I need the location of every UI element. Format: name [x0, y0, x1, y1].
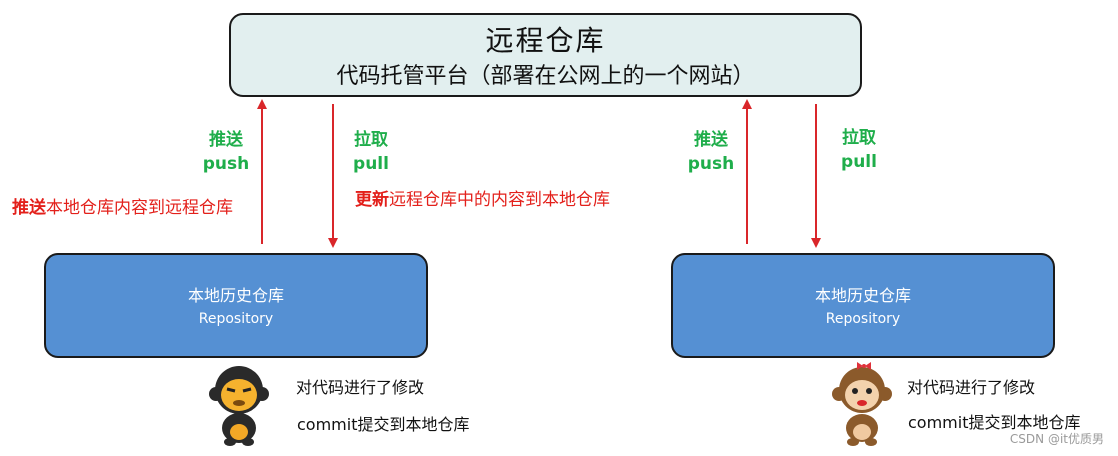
left-developer-monkey-avatar [209, 366, 269, 446]
left-caption-commit: commit提交到本地仓库 [297, 415, 470, 434]
right-pull-label-cn: 拉取 [842, 128, 876, 148]
left-caption-modify: 对代码进行了修改 [296, 378, 425, 397]
right-push-label-en: push [687, 154, 735, 174]
pull-description-text: 远程仓库中的内容到本地仓库 [389, 190, 610, 210]
left-pull-description: 更新远程仓库中的内容到本地仓库 [355, 189, 610, 211]
left-pull-label: 拉取 pull [345, 128, 397, 176]
push-description-text: 本地仓库内容到远程仓库 [46, 198, 233, 218]
pull-description-keyword: 更新 [355, 190, 389, 210]
right-developer-monkey-avatar [832, 362, 892, 446]
right-caption-modify: 对代码进行了修改 [907, 378, 1036, 397]
left-local-repository-title: 本地历史仓库 [187, 286, 284, 305]
left-push-label-en: push [202, 154, 250, 174]
push-description-keyword: 推送 [12, 198, 46, 218]
left-push-label: 推送 push [196, 128, 256, 176]
remote-repository-box: 远程仓库 代码托管平台（部署在公网上的一个网站） [229, 13, 862, 97]
left-pull-label-cn: 拉取 [354, 130, 388, 150]
left-push-description: 推送本地仓库内容到远程仓库 [12, 197, 233, 219]
remote-repository-subtitle: 代码托管平台（部署在公网上的一个网站） [336, 64, 755, 89]
csdn-watermark: CSDN @it优质男 [1009, 432, 1104, 446]
remote-repository-title: 远程仓库 [485, 24, 606, 57]
left-pull-label-en: pull [353, 154, 389, 174]
left-push-label-cn: 推送 [209, 130, 243, 150]
left-local-repository-subtitle: Repository [198, 311, 274, 327]
right-push-label: 推送 push [681, 128, 741, 176]
right-pull-label: 拉取 pull [833, 126, 885, 174]
left-local-repository-box: 本地历史仓库 Repository [44, 253, 428, 358]
right-caption-commit: commit提交到本地仓库 [908, 413, 1081, 432]
right-local-repository-box: 本地历史仓库 Repository [671, 253, 1055, 358]
right-local-repository-title: 本地历史仓库 [814, 286, 911, 305]
right-push-label-cn: 推送 [694, 130, 728, 150]
right-pull-label-en: pull [841, 152, 877, 172]
right-local-repository-subtitle: Repository [825, 311, 901, 327]
